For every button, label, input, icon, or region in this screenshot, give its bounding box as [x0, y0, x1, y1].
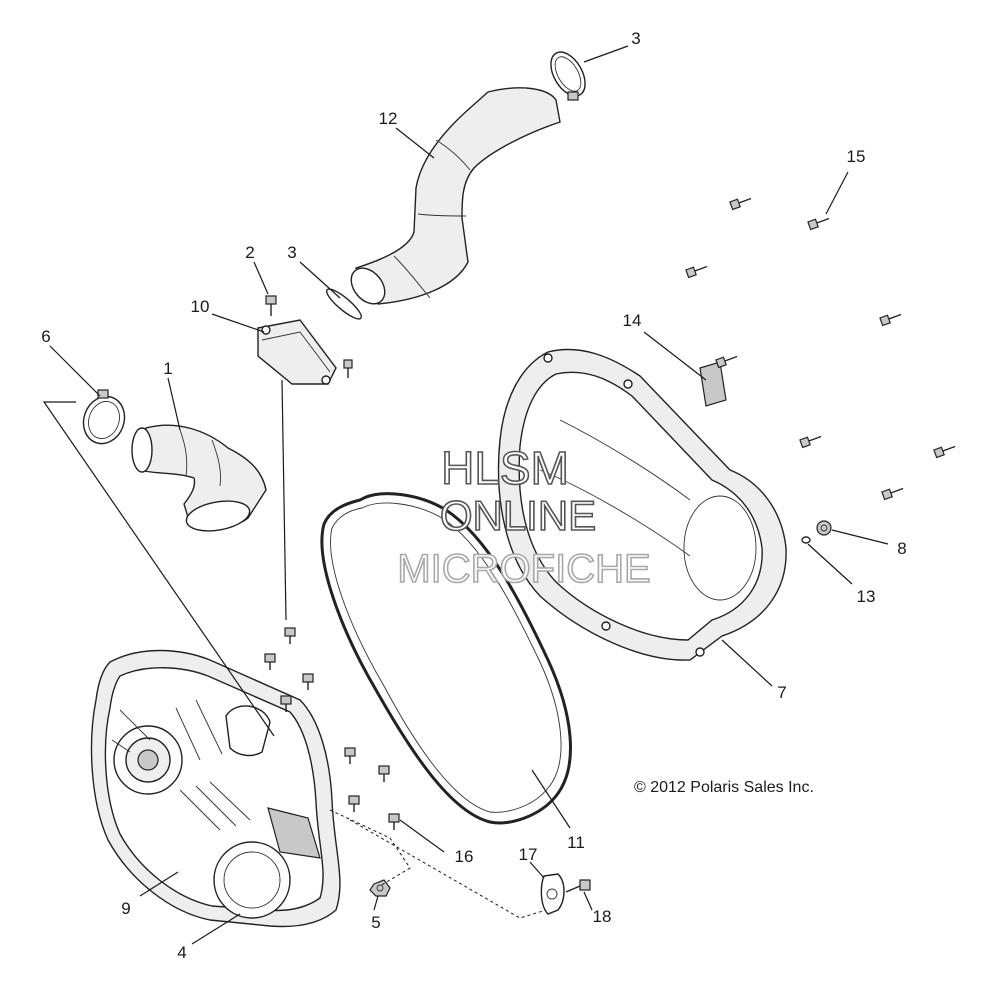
- callout-7: 7: [777, 683, 786, 702]
- leader-lines: [42, 45, 889, 945]
- belt-11: [320, 492, 572, 825]
- callout-5: 5: [371, 913, 380, 932]
- callout-9: 9: [121, 899, 130, 918]
- callout-6: 6: [41, 327, 50, 346]
- callout-labels: 1 2 3 3 4 5 6 7 8 9 10 11 12 13 14 15 16…: [41, 29, 906, 962]
- callout-14: 14: [623, 311, 642, 330]
- callout-3-top: 3: [631, 29, 640, 48]
- duct-12: [350, 87, 561, 305]
- clamp-6: [82, 389, 126, 445]
- bolt-18: [565, 879, 591, 893]
- bolt-2: [265, 295, 277, 316]
- callout-11: 11: [567, 833, 585, 852]
- callout-13: 13: [857, 587, 876, 606]
- watermark-line-2: ONLINE: [440, 492, 596, 539]
- clip-17: [540, 873, 565, 915]
- adapter-10: [257, 319, 337, 385]
- plug-8: [816, 520, 832, 536]
- inner-cover-7: [497, 348, 787, 661]
- callout-2: 2: [245, 243, 254, 262]
- callout-16: 16: [455, 847, 474, 866]
- clamp-3-mid: [326, 288, 362, 320]
- callout-12: 12: [379, 109, 398, 128]
- callout-15: 15: [847, 147, 866, 166]
- screws-15: [685, 197, 956, 501]
- callout-17: 17: [519, 845, 538, 864]
- callout-1: 1: [163, 359, 172, 378]
- clamp-3-top: [550, 51, 586, 101]
- o-ring-13: [801, 536, 811, 544]
- callout-18: 18: [593, 907, 612, 926]
- elbow-1: [131, 424, 267, 532]
- watermark-line-3: MICROFICHE: [397, 547, 650, 591]
- outer-cover-9: [90, 649, 341, 928]
- callout-3-mid: 3: [287, 243, 296, 262]
- screws-16: [264, 627, 400, 830]
- callout-8: 8: [897, 539, 906, 558]
- callout-4: 4: [177, 943, 186, 962]
- label-14: [699, 361, 727, 407]
- screw-small: [343, 359, 353, 378]
- watermark: HLSM ONLINE MICROFICHE: [397, 441, 652, 592]
- copyright-notice: © 2012 Polaris Sales Inc.: [634, 779, 814, 796]
- watermark-line-1: HLSM: [441, 442, 569, 494]
- callout-10: 10: [191, 297, 210, 316]
- nut-5: [369, 879, 391, 897]
